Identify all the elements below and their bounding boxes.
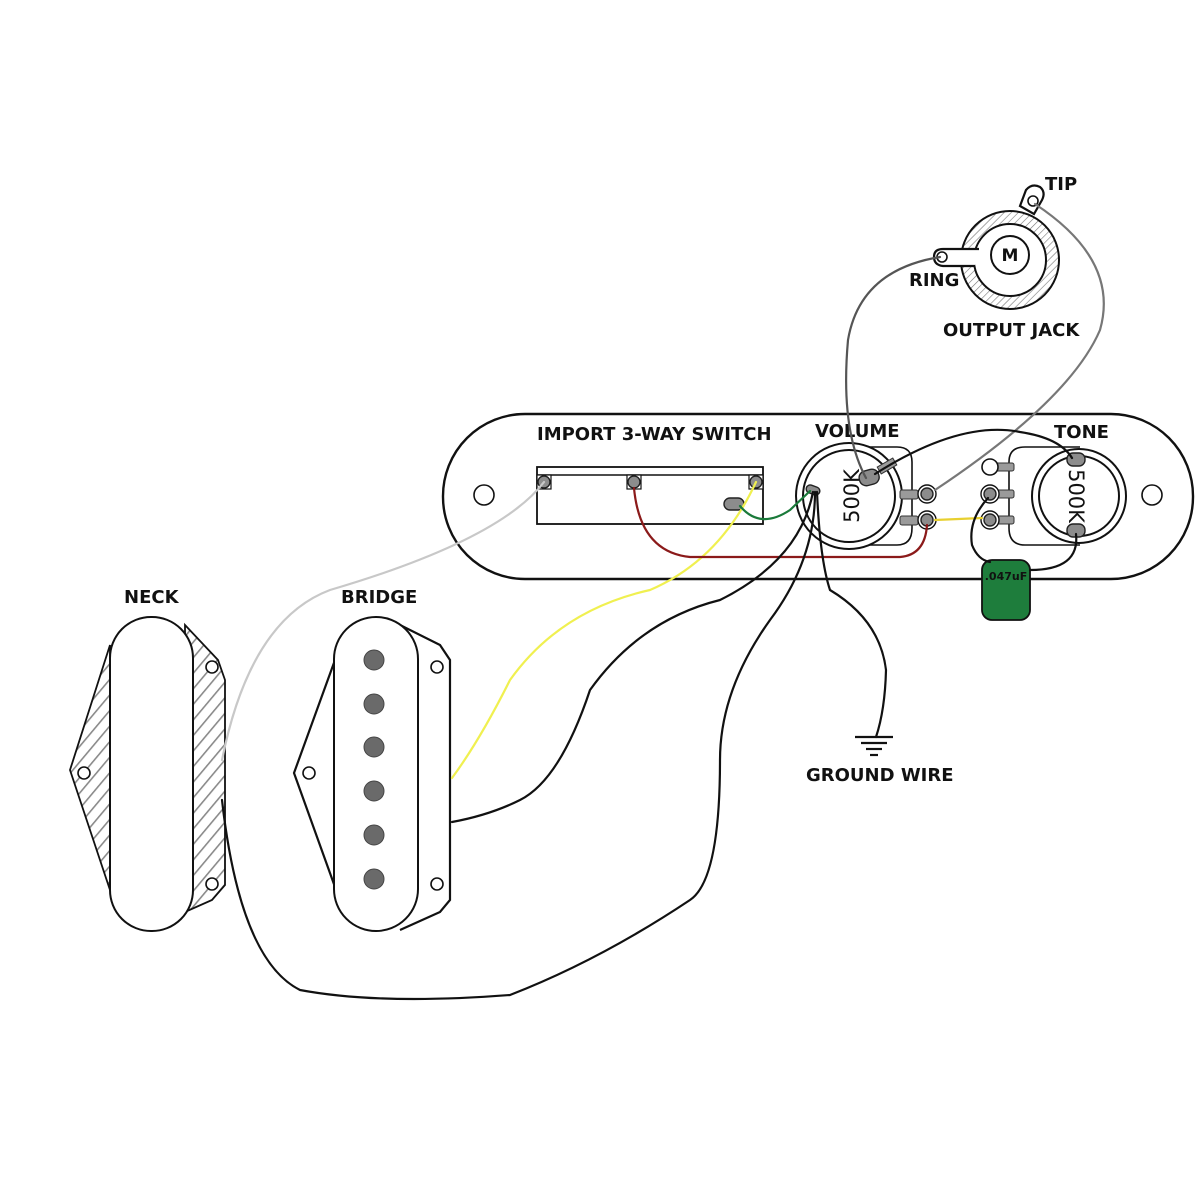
volume-tab-top	[899, 489, 919, 500]
wires	[220, 202, 1105, 1001]
pole-piece	[363, 868, 385, 890]
switch-label: IMPORT 3-WAY SWITCH	[537, 424, 772, 445]
pole-piece	[363, 693, 385, 715]
wire-switch-mid	[632, 486, 929, 559]
wire-bridge-ground	[450, 490, 815, 824]
wire-switch-volume	[738, 489, 812, 521]
wire-jack-ring	[845, 255, 942, 480]
bridge-label: BRIDGE	[341, 587, 417, 608]
switch-body	[536, 466, 764, 525]
wire-bridge-hot	[450, 480, 758, 780]
tone-value: 500K	[1064, 469, 1088, 524]
bridge-mount-hole-top	[430, 660, 444, 674]
ring-label: RING	[909, 270, 959, 291]
output-jack-label: OUTPUT JACK	[943, 320, 1080, 341]
capacitor: .047uF	[981, 559, 1031, 621]
output-jack: M TIP RING OUTPUT JACK	[909, 174, 1080, 341]
wire-neck-ground	[220, 490, 817, 1001]
jack-center	[990, 235, 1030, 275]
tone-pot: TONE 500K	[980, 422, 1127, 546]
neck-mount-hole-top	[205, 660, 219, 674]
ground-wire-label: GROUND WIRE	[806, 765, 954, 786]
volume-terminal-top	[920, 487, 934, 501]
wire-neck-hot	[220, 480, 546, 762]
plate-screw-hole-right	[1141, 484, 1163, 506]
wire-tone-cap-left	[970, 496, 992, 564]
jack-center-label: M	[1002, 246, 1019, 266]
bridge-mount-hole-left	[302, 766, 316, 780]
capacitor-value: .047uF	[985, 570, 1028, 583]
bridge-pickup-cover	[333, 616, 419, 932]
neck-baseplate-left	[69, 644, 111, 891]
volume-pot: VOLUME 500K	[795, 421, 937, 550]
plate-screw-hole-left	[473, 484, 495, 506]
neck-mount-hole-left	[77, 766, 91, 780]
volume-label: VOLUME	[815, 421, 900, 442]
volume-tab-bottom	[899, 515, 919, 526]
switch-lug-2	[627, 475, 641, 489]
tone-terminal-1	[981, 458, 999, 476]
wire-tone-cap-right	[1028, 532, 1078, 572]
wire-volume-tone-arc	[873, 428, 1074, 476]
three-way-switch: IMPORT 3-WAY SWITCH	[536, 424, 772, 525]
tone-label: TONE	[1054, 422, 1109, 443]
neck-pickup-cover	[109, 616, 194, 932]
pole-piece	[363, 649, 385, 671]
wire-jack-tip	[933, 202, 1105, 492]
tone-terminal-2	[983, 487, 997, 501]
neck-mount-hole-bottom	[205, 877, 219, 891]
bridge-mount-hole-bottom	[430, 877, 444, 891]
tone-terminal-3	[983, 513, 997, 527]
wire-ground	[815, 490, 888, 739]
pole-piece	[363, 824, 385, 846]
pole-piece	[363, 780, 385, 802]
neck-pickup: NECK	[69, 587, 226, 932]
ground-symbol: GROUND WIRE	[806, 735, 954, 786]
pole-piece	[363, 736, 385, 758]
bridge-pickup: BRIDGE	[292, 587, 452, 932]
tip-label: TIP	[1045, 174, 1077, 195]
neck-label: NECK	[124, 587, 180, 608]
capacitor-body	[981, 559, 1031, 621]
